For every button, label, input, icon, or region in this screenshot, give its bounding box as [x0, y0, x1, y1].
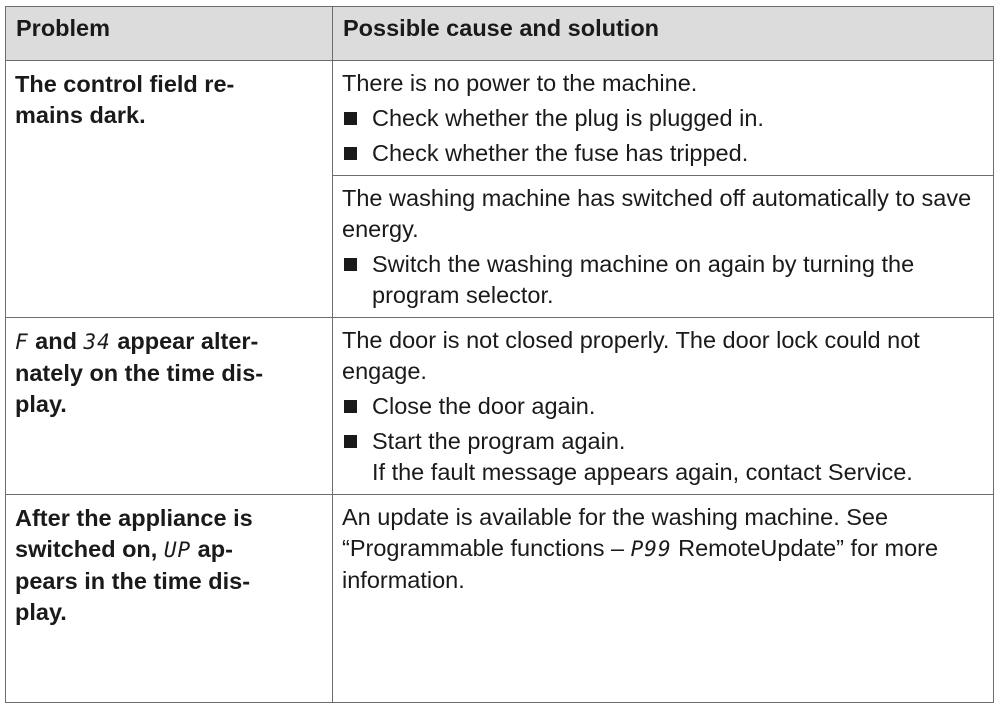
troubleshooting-table: Problem Possible cause and solution The … — [5, 6, 994, 703]
cause-text: The washing machine has switched off aut… — [342, 185, 972, 242]
solution-cell: An update is available for the washing m… — [332, 494, 994, 703]
solution-column-header: Possible cause and solution — [332, 6, 994, 61]
table-row: F and 34 appear alter- nately on the tim… — [5, 317, 994, 495]
solution-step: Check whether the fuse has tripped. — [372, 140, 749, 166]
bullet-square-icon — [344, 400, 357, 413]
cause-text-part: An update is available for the washing m… — [342, 504, 889, 561]
problem-text: The control field re- mains dark. — [15, 71, 235, 128]
cause-text: The door is not closed properly. The doo… — [342, 327, 920, 384]
list-item: Start the program again. If the fault me… — [342, 426, 985, 488]
display-code-f: F — [15, 330, 29, 354]
bullet-square-icon — [344, 435, 357, 448]
bullet-square-icon — [344, 147, 357, 160]
list-item: Close the door again. — [342, 391, 985, 422]
display-code-p99: P99 — [630, 537, 672, 561]
problem-text-part: appear alter- nately on the time dis- pl… — [15, 328, 264, 417]
problem-column-header: Problem — [5, 6, 333, 61]
table-row: After the appliance is switched on, UP a… — [5, 494, 994, 703]
solution-step: Close the door again. — [372, 393, 596, 419]
problem-cell: The control field re- mains dark. — [5, 60, 333, 318]
problem-text-part: and — [28, 328, 84, 354]
list-item: Check whether the plug is plugged in. — [342, 103, 985, 134]
problem-cell: F and 34 appear alter- nately on the tim… — [5, 317, 333, 495]
problem-text: F and 34 appear alter- nately on the tim… — [15, 328, 263, 417]
list-item: Check whether the fuse has tripped. — [342, 138, 985, 169]
table-row: The washing machine has switched off aut… — [6, 175, 994, 318]
list-item: Switch the washing machine on again by t… — [342, 249, 985, 311]
cause-text: There is no power to the machine. — [342, 70, 698, 96]
display-code-34: 34 — [83, 330, 111, 354]
display-code-up: UP — [163, 538, 192, 562]
problem-text-part: After the appliance is switched on, — [15, 505, 253, 562]
solution-step: Start the program again. — [372, 428, 626, 454]
cause-text: An update is available for the washing m… — [342, 502, 985, 596]
solution-cell: There is no power to the machine. Check … — [332, 60, 994, 176]
problem-text: After the appliance is switched on, UP a… — [15, 505, 253, 625]
solution-step: Switch the washing machine on again by t… — [372, 251, 915, 308]
solution-cell: The door is not closed properly. The doo… — [332, 317, 994, 495]
bullet-square-icon — [344, 112, 357, 125]
solution-note: If the fault message appears again, cont… — [372, 459, 913, 485]
cause-text-part: RemoteUpdate” for more information. — [342, 535, 939, 593]
problem-text-part: ap- pears in the time dis- play. — [15, 536, 251, 625]
solution-step: Check whether the plug is plugged in. — [372, 105, 764, 131]
table-header-row: Problem Possible cause and solution — [5, 6, 994, 61]
bullet-square-icon — [344, 258, 357, 271]
solution-cell: The washing machine has switched off aut… — [332, 175, 994, 318]
problem-cell: After the appliance is switched on, UP a… — [5, 494, 333, 703]
table-row: The control field re- mains dark. There … — [5, 60, 994, 318]
